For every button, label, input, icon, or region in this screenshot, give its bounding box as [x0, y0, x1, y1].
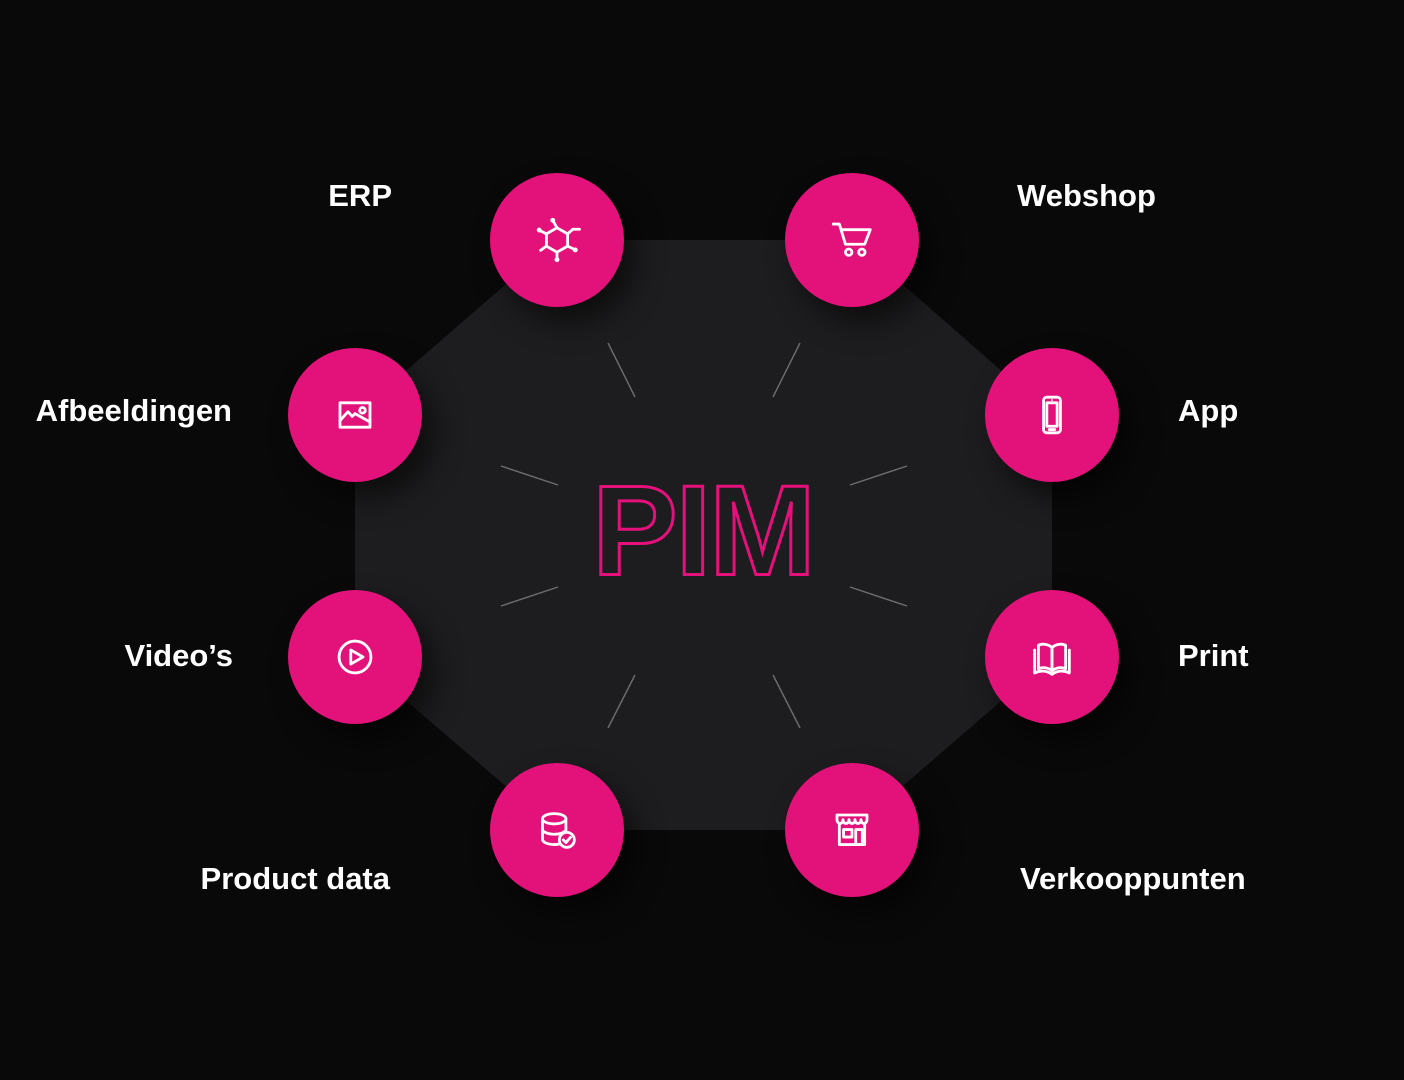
- node-app: [985, 348, 1119, 482]
- node-label-app: App: [1178, 393, 1239, 428]
- node-videos: [288, 590, 422, 724]
- node-label-print: Print: [1178, 638, 1249, 673]
- node-print: [985, 590, 1119, 724]
- node-verkooppunten: [785, 763, 919, 897]
- storefront-icon: [822, 800, 882, 860]
- node-webshop: [785, 173, 919, 307]
- smartphone-icon: [1022, 385, 1082, 445]
- play-icon: [325, 627, 385, 687]
- node-erp: [490, 173, 624, 307]
- node-label-webshop: Webshop: [1017, 178, 1156, 213]
- cart-icon: [822, 210, 882, 270]
- node-product-data: [490, 763, 624, 897]
- node-label-videos: Video’s: [124, 638, 233, 673]
- node-afbeeldingen: [288, 348, 422, 482]
- node-label-product-data: Product data: [200, 861, 390, 896]
- node-label-verkooppunten: Verkooppunten: [1020, 861, 1246, 896]
- node-label-erp: ERP: [328, 178, 392, 213]
- molecule-icon: [527, 210, 587, 270]
- node-label-afbeeldingen: Afbeeldingen: [35, 393, 232, 428]
- pim-wordmark: PIM: [591, 458, 818, 604]
- database-check-icon: [527, 800, 587, 860]
- image-icon: [325, 385, 385, 445]
- book-icon: [1022, 627, 1082, 687]
